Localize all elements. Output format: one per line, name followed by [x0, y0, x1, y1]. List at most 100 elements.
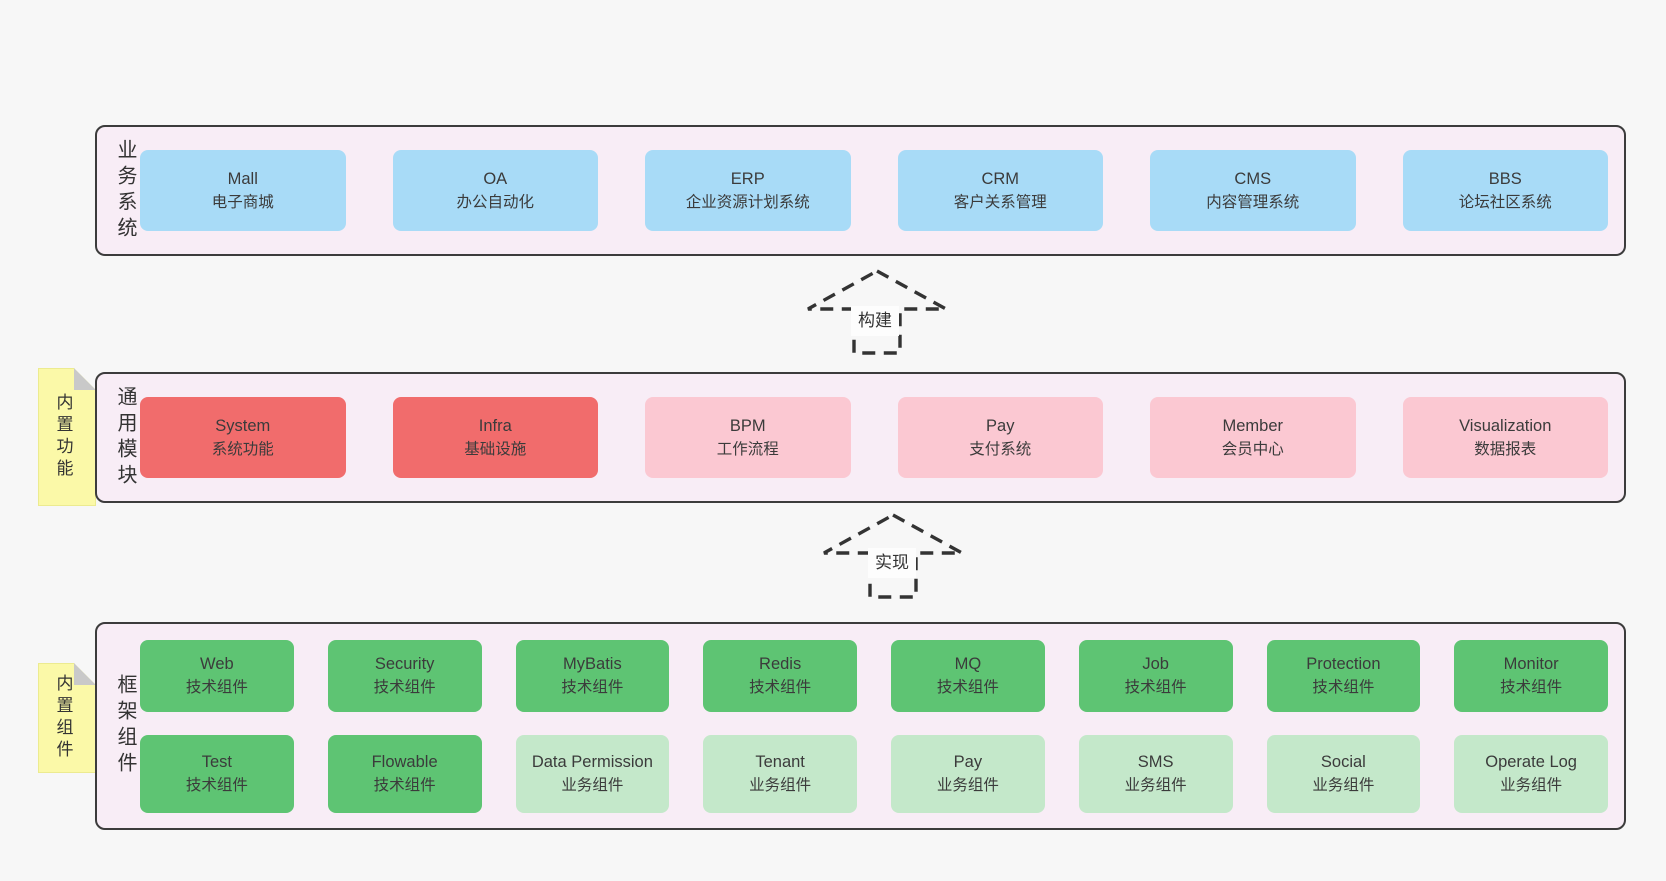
- box-desc: 技术组件: [185, 777, 248, 795]
- box-protection: Protection 技术组件: [1266, 639, 1421, 712]
- box-system: System 系统功能: [140, 397, 346, 478]
- box-name: Protection: [1306, 654, 1381, 673]
- box-desc: 技术组件: [749, 679, 812, 697]
- box-mall: Mall 电子商城: [140, 150, 346, 231]
- layer-components-label: 框架组件: [114, 674, 136, 778]
- layer-modules-label: 通用模块: [114, 385, 136, 490]
- box-name: Job: [1142, 654, 1169, 673]
- box-name: Flowable: [371, 752, 438, 771]
- box-desc: 论坛社区系统: [1458, 194, 1552, 212]
- box-social: Social 业务组件: [1266, 734, 1421, 813]
- box-name: CRM: [981, 169, 1020, 188]
- box-desc: 技术组件: [1124, 679, 1187, 697]
- box-desc: 业务组件: [561, 777, 624, 795]
- box-name: Test: [201, 752, 232, 771]
- box-desc: 数据报表: [1474, 441, 1537, 459]
- box-desc: 客户关系管理: [953, 194, 1047, 212]
- box-mybatis: MyBatis 技术组件: [515, 639, 670, 712]
- implement-arrow-icon: [823, 513, 963, 599]
- builtin-functions-note: 内置功能: [38, 368, 96, 506]
- box-desc: 业务组件: [936, 777, 999, 795]
- layer-business-boxes: Mall 电子商城 OA 办公自动化 ERP 企业资源计划系统 CRM 客户关系管理 CMS 内容…: [140, 150, 1624, 231]
- box-desc: 业务组件: [749, 777, 812, 795]
- box-desc: 电子商城: [211, 194, 274, 212]
- box-name: Social: [1320, 752, 1366, 771]
- box-infra: Infra 基础设施: [392, 397, 598, 478]
- box-desc: 企业资源计划系统: [685, 194, 810, 212]
- box-name: BPM: [729, 416, 766, 435]
- box-tenant: Tenant 业务组件: [703, 734, 857, 813]
- note-fold-corner: [74, 663, 96, 685]
- box-desc: 内容管理系统: [1206, 194, 1300, 212]
- box-desc: 工作流程: [716, 441, 779, 459]
- box-desc: 技术组件: [373, 679, 436, 697]
- box-mq: MQ 技术组件: [891, 639, 1045, 712]
- box-name: Data Permission: [531, 752, 653, 771]
- box-pay: Pay 支付系统: [897, 397, 1103, 478]
- box-desc: 业务组件: [1124, 777, 1187, 795]
- box-name: Pay: [953, 752, 983, 771]
- build-arrow-label: 构建: [851, 306, 899, 337]
- box-sms: SMS 业务组件: [1078, 734, 1233, 813]
- box-bbs: BBS 论坛社区系统: [1402, 150, 1608, 231]
- builtin-components-note: 内置组件: [38, 663, 96, 773]
- box-desc: 技术组件: [1500, 679, 1563, 697]
- box-desc: 业务组件: [1312, 777, 1375, 795]
- box-name: Mall: [227, 169, 258, 188]
- box-desc: 技术组件: [561, 679, 624, 697]
- box-desc: 会员中心: [1221, 441, 1284, 459]
- box-name: ERP: [730, 169, 765, 188]
- builtin-functions-note-label: 内置功能: [53, 393, 73, 481]
- box-row: Mall 电子商城 OA 办公自动化 ERP 企业资源计划系统 CRM 客户关系管理 CMS 内容…: [140, 150, 1608, 231]
- box-data-permission: Data Permission 业务组件: [515, 734, 670, 813]
- implement-arrow-label: 实现: [868, 548, 916, 579]
- box-security: Security 技术组件: [327, 639, 482, 712]
- box-desc: 系统功能: [211, 441, 274, 459]
- box-desc: 支付系统: [969, 441, 1032, 459]
- build-arrow-icon: [807, 269, 947, 355]
- box-desc: 基础设施: [464, 441, 527, 459]
- box-test: Test 技术组件: [140, 734, 294, 813]
- box-job: Job 技术组件: [1078, 639, 1233, 712]
- box-name: MQ: [954, 654, 982, 673]
- box-monitor: Monitor 技术组件: [1454, 639, 1608, 712]
- box-name: SMS: [1137, 752, 1174, 771]
- box-oa: OA 办公自动化: [392, 150, 598, 231]
- box-pay: Pay 业务组件: [891, 734, 1045, 813]
- box-desc: 技术组件: [373, 777, 436, 795]
- box-desc: 技术组件: [936, 679, 999, 697]
- box-name: Redis: [759, 654, 802, 673]
- box-name: Monitor: [1503, 654, 1559, 673]
- box-name: Tenant: [755, 752, 805, 771]
- box-name: MyBatis: [563, 654, 622, 673]
- layer-business: 业务系统 Mall 电子商城 OA 办公自动化 ERP 企业资源计划系统 CRM 客户关系管理…: [95, 125, 1626, 256]
- box-name: Pay: [986, 416, 1015, 435]
- box-redis: Redis 技术组件: [703, 639, 857, 712]
- box-desc: 技术组件: [185, 679, 248, 697]
- box-desc: 办公自动化: [456, 194, 534, 212]
- note-fold-corner: [74, 368, 96, 390]
- box-flowable: Flowable 技术组件: [327, 734, 482, 813]
- builtin-components-note-label: 内置组件: [53, 674, 73, 762]
- layer-business-label: 业务系统: [114, 138, 136, 243]
- box-name: Web: [200, 654, 234, 673]
- box-name: BBS: [1488, 169, 1522, 188]
- box-name: Security: [374, 654, 435, 673]
- box-name: CMS: [1234, 169, 1272, 188]
- box-desc: 业务组件: [1500, 777, 1563, 795]
- box-name: Infra: [478, 416, 512, 435]
- box-bpm: BPM 工作流程: [645, 397, 851, 478]
- box-name: System: [215, 416, 271, 435]
- box-name: OA: [483, 169, 508, 188]
- box-web: Web 技术组件: [140, 639, 294, 712]
- box-desc: 技术组件: [1312, 679, 1375, 697]
